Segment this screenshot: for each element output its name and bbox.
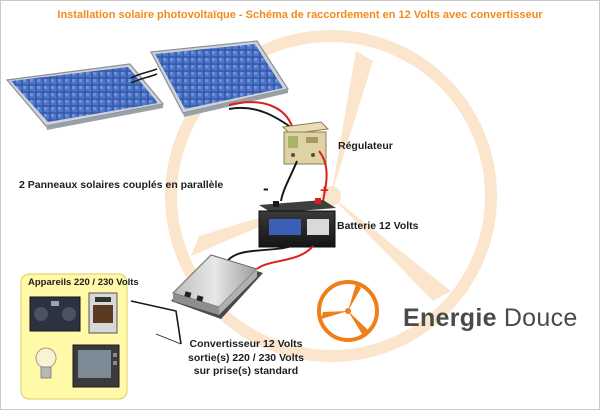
panels-label: 2 Panneaux solaires couplés en parallèle: [19, 179, 224, 191]
radio-icon: [29, 296, 81, 332]
energie-douce-logo-icon: [317, 280, 379, 342]
regulator: [281, 121, 330, 165]
wire-regulator-battery-negative: [280, 160, 298, 202]
wire-panel-regulator-positive: [228, 101, 294, 130]
battery: [258, 198, 336, 248]
wire-regulator-battery-positive: [318, 150, 328, 202]
converter-label-line3: sur prise(s) standard: [193, 365, 299, 377]
converter-output-line: [155, 333, 182, 345]
solar-panel-2: [150, 40, 289, 117]
converter: [172, 254, 258, 315]
wire-battery-converter-negative: [225, 245, 292, 264]
battery-label: Batterie 12 Volts: [337, 220, 419, 232]
television-icon: [72, 344, 120, 388]
converter-label-line1: Convertisseur 12 Volts: [189, 338, 303, 350]
diagram-title: Installation solaire photovoltaïque - Sc…: [57, 9, 543, 21]
appliances-label: Appareils 220 / 230 Volts: [28, 277, 139, 288]
converter-label-line2: sortie(s) 220 / 230 Volts: [188, 352, 304, 364]
light-bulb-icon: [35, 347, 57, 379]
solar-panel-1: [5, 63, 165, 130]
negative-polarity-marker: -: [263, 179, 269, 198]
wire-converter-appliances: [130, 300, 182, 345]
coffee-machine-icon: [88, 292, 118, 334]
regulator-label: Régulateur: [338, 140, 393, 152]
panel-interconnect-black-2: [130, 73, 158, 84]
brand-part2: Douce: [503, 304, 578, 332]
wire-battery-converter-positive: [256, 245, 314, 270]
panel-interconnect-black: [130, 68, 158, 79]
positive-polarity-marker: +: [320, 182, 329, 199]
brand-part1: Energie: [403, 304, 497, 332]
